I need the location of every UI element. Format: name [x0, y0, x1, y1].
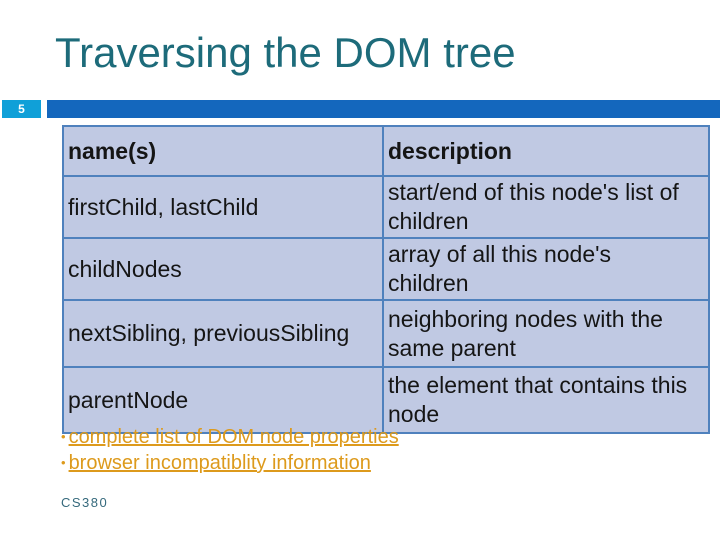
column-header-names: name(s)	[62, 125, 384, 177]
bullet-icon: •	[61, 429, 66, 444]
cell-description: start/end of this node's list of childre…	[382, 175, 710, 239]
table-row-parentnode: parentNode the element that contains thi…	[62, 366, 710, 434]
cell-description: array of all this node's children	[382, 237, 710, 301]
slide-number: 5	[18, 102, 25, 116]
cell-description: the element that contains this node	[382, 366, 710, 434]
cell-name: parentNode	[62, 366, 384, 434]
course-footer: CS380	[61, 495, 109, 510]
cell-name: childNodes	[62, 237, 384, 301]
slide-title: Traversing the DOM tree	[55, 29, 516, 76]
table-header-row: name(s) description	[62, 125, 710, 177]
reference-links: •complete list of DOM node properties •b…	[61, 424, 399, 476]
table-row-childnodes: childNodes array of all this node's chil…	[62, 237, 710, 301]
header-bar	[47, 100, 720, 118]
table-row-siblings: nextSibling, previousSibling neighboring…	[62, 299, 710, 368]
bullet-icon: •	[61, 455, 66, 470]
dom-node-properties-link[interactable]: complete list of DOM node properties	[68, 426, 399, 448]
browser-incompatibility-link[interactable]: browser incompatiblity information	[68, 452, 371, 474]
column-header-description: description	[382, 125, 710, 177]
dom-properties-table: name(s) description firstChild, lastChil…	[62, 125, 710, 434]
table-row-firstchild: firstChild, lastChild start/end of this …	[62, 175, 710, 239]
cell-name: firstChild, lastChild	[62, 175, 384, 239]
slide-number-badge: 5	[2, 100, 41, 118]
link-item: •browser incompatiblity information	[61, 450, 399, 476]
cell-description: neighboring nodes with the same parent	[382, 299, 710, 368]
cell-name: nextSibling, previousSibling	[62, 299, 384, 368]
link-item: •complete list of DOM node properties	[61, 424, 399, 450]
